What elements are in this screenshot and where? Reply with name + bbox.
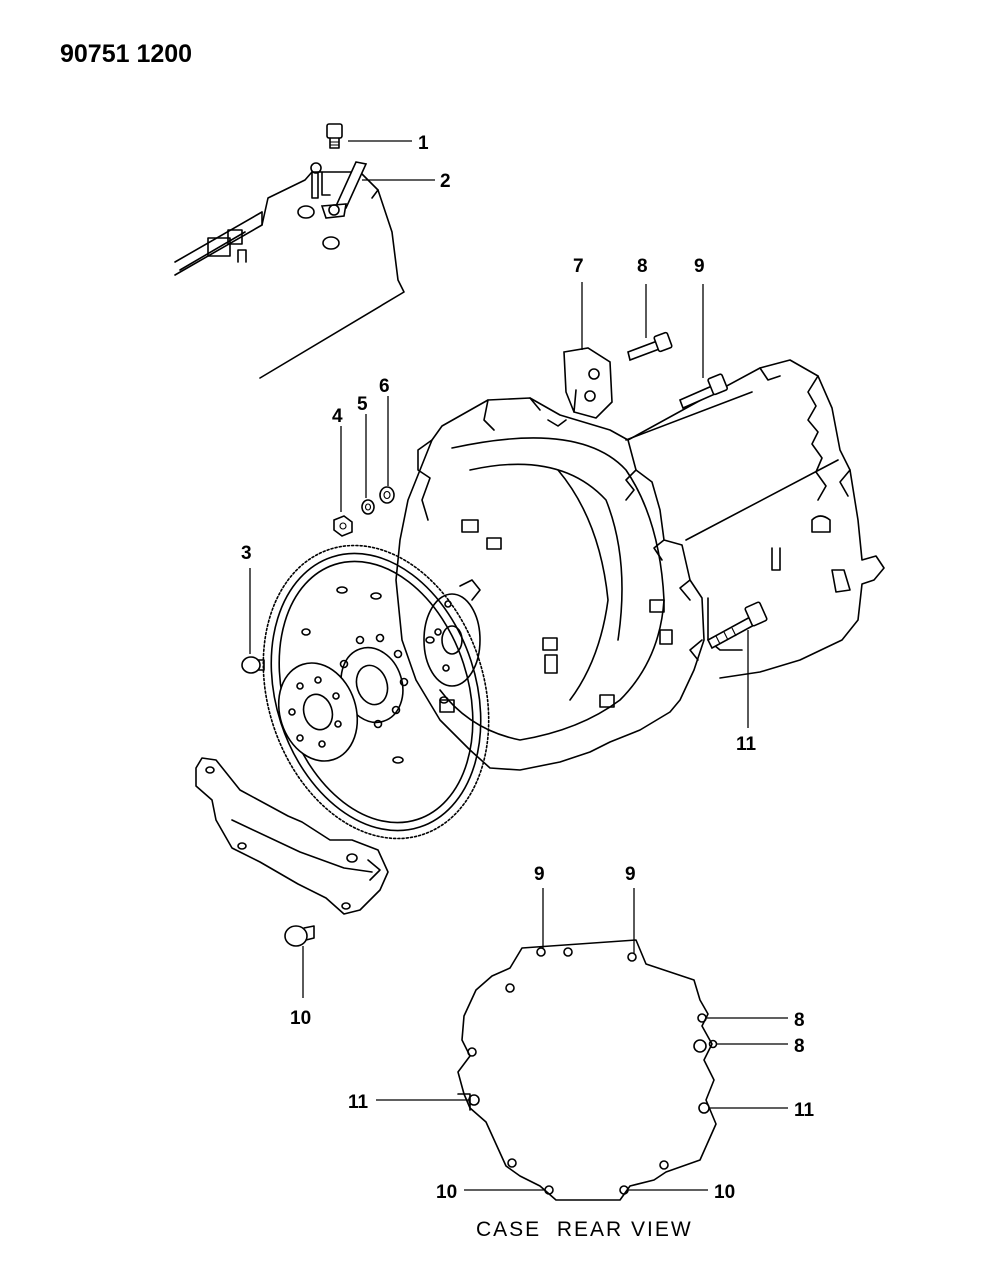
rear-callout-10-left: 10 [436, 1182, 457, 1203]
rear-callout-10-right: 10 [714, 1182, 735, 1203]
callout-10: 10 [290, 1008, 311, 1029]
part-11-bolt [706, 601, 768, 650]
callout-9: 9 [694, 256, 705, 277]
rear-callout-8-upper: 8 [794, 1010, 805, 1031]
crank-adapter [277, 662, 359, 762]
rear-callout-9-right: 9 [625, 864, 636, 885]
callout-3: 3 [241, 543, 252, 564]
case-rear-view [457, 939, 718, 1201]
transmission-case [395, 359, 885, 771]
lower-cover-plate [195, 757, 389, 915]
callout-4: 4 [332, 406, 343, 427]
part-3-bolt [241, 656, 265, 674]
part-4-nut [333, 515, 353, 537]
view-caption: CASE REAR VIEW [476, 1218, 693, 1241]
callout-5: 5 [357, 394, 368, 415]
part-10-bolt [284, 925, 315, 947]
drive-plate [262, 544, 490, 840]
cylinder-head-cover [174, 162, 405, 379]
torque-converter [423, 579, 481, 687]
callout-7: 7 [573, 256, 584, 277]
part-7-bracket [563, 347, 613, 419]
callout-1: 1 [418, 133, 429, 154]
rear-callout-9-left: 9 [534, 864, 545, 885]
part-2-bracket [320, 161, 368, 219]
part-6-washer [379, 486, 395, 504]
rear-callout-8-lower: 8 [794, 1036, 805, 1057]
part-8-bolt [627, 331, 673, 362]
callout-2: 2 [440, 171, 451, 192]
rear-callout-11-right: 11 [794, 1100, 815, 1121]
part-9-bolt [678, 373, 728, 410]
part-1-bolt [326, 123, 343, 149]
rear-callout-11-left: 11 [348, 1092, 369, 1113]
callout-6: 6 [379, 376, 390, 397]
callout-11: 11 [736, 734, 757, 755]
callout-8: 8 [637, 256, 648, 277]
document-number: 90751 1200 [60, 40, 192, 68]
part-5-washer [361, 499, 375, 515]
